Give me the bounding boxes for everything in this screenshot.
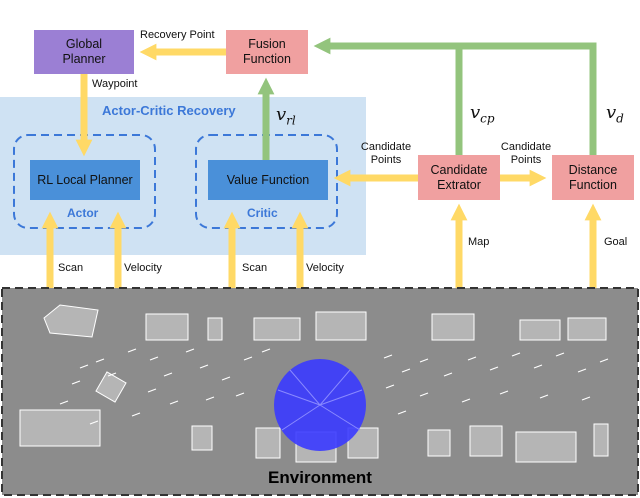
environment-label: Environment [268, 468, 372, 487]
velocity-label-critic: Velocity [306, 262, 344, 274]
distance-function-label: Distance Function [568, 162, 618, 192]
candidate-extractor-box [418, 155, 500, 200]
scan-label-actor: Scan [58, 262, 84, 274]
critic-label: Critic [247, 206, 278, 220]
environment-panel [1, 287, 639, 496]
rl-local-planner-box [30, 160, 140, 200]
global-planner-box [34, 30, 134, 74]
v-d-label: vd [606, 102, 624, 126]
candidate-extractor-label: Candidate Extrator [430, 162, 488, 192]
map-label: Map [468, 236, 490, 248]
velocity-label-actor: Velocity [124, 262, 162, 274]
recovery-point-label: Recovery Point [140, 29, 215, 41]
waypoint-label: Waypoint [92, 78, 138, 90]
rl-local-planner-label: RL Local Planner [37, 172, 133, 187]
v-rl-label: vrl [276, 104, 296, 128]
distance-function-box [552, 155, 634, 200]
candidate-points-label-2: Candidate Points [500, 141, 552, 166]
goal-label: Goal [604, 236, 628, 248]
global-planner-label: Global Planner [62, 37, 106, 66]
fusion-function-label: Fusion Function [243, 37, 291, 66]
v-cp-label: vcp [470, 102, 495, 126]
lidar-scan [274, 359, 366, 451]
actor-label: Actor [67, 206, 99, 220]
recovery-title: Actor-Critic Recovery [102, 103, 236, 118]
value-function-box [208, 160, 328, 200]
fusion-function-box [226, 30, 308, 74]
scan-label-critic: Scan [242, 262, 268, 274]
candidate-points-label-1: Candidate Points [360, 141, 412, 166]
value-function-label: Value Function [226, 172, 310, 187]
arrow-vd-to-fusion [313, 37, 597, 155]
